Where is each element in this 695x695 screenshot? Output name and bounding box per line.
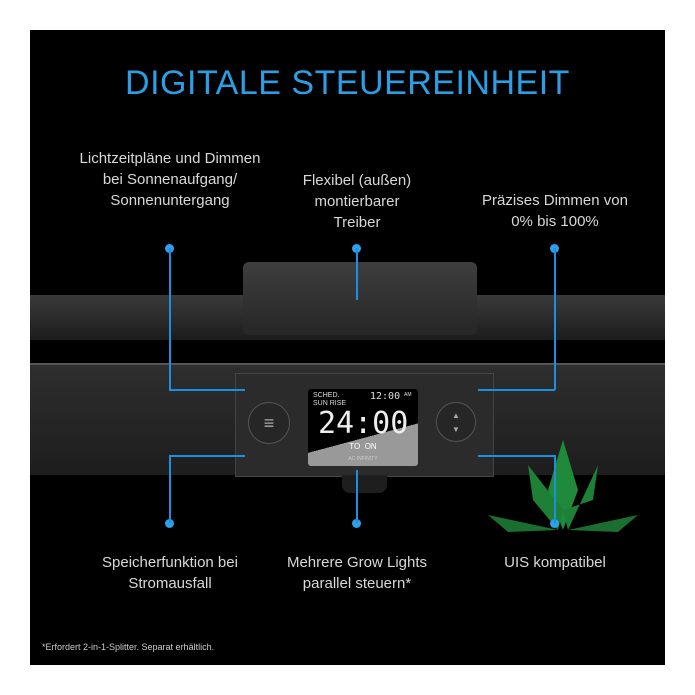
- controller: ≡ SCHED. SUN RISE 12:00 AM 24:00 TO ON A…: [235, 373, 494, 477]
- callout-line: [169, 455, 245, 457]
- callout-line: [169, 389, 245, 391]
- feature-multi-lights: Mehrere Grow Lights parallel steuern*: [286, 554, 428, 592]
- menu-button[interactable]: ≡: [248, 402, 290, 444]
- up-down-button[interactable]: ▲▼: [436, 402, 476, 442]
- driver-box: [243, 262, 477, 335]
- feature-uis: UIS kompatibel: [504, 554, 606, 571]
- controller-mount: [342, 475, 387, 493]
- feature-schedule-dimming: Lichtzeitpläne und Dimmen bei Sonnenaufg…: [79, 150, 261, 209]
- callout-dot: [165, 519, 174, 528]
- page-title: DIGITALE STEUEREINHEIT: [125, 64, 570, 102]
- callout-dot: [550, 519, 559, 528]
- lcd-sub: TO ON: [349, 442, 377, 451]
- footnote: *Erfordert 2-in-1-Splitter. Separat erhä…: [42, 642, 215, 652]
- lcd-display: SCHED. SUN RISE 12:00 AM 24:00 TO ON AC …: [308, 389, 418, 466]
- callout-line: [478, 389, 555, 391]
- lcd-main: 24:00: [318, 406, 409, 441]
- callout-line: [554, 455, 556, 523]
- lcd-mode: SCHED.: [313, 392, 340, 399]
- lcd-mode-2: SUN RISE: [313, 400, 347, 407]
- callout-line: [169, 248, 171, 390]
- callout-line: [356, 470, 358, 523]
- lcd-clock: 12:00: [370, 391, 401, 402]
- lcd-ampm: AM: [404, 392, 412, 398]
- callout-dot: [352, 519, 361, 528]
- feature-memory: Speicherfunktion bei Stromausfall: [102, 554, 238, 592]
- product-panel: DIGITALE STEUEREINHEIT ≡ SCHED. SUN RISE…: [30, 30, 665, 665]
- lcd-brand: AC INFINITY: [348, 456, 378, 462]
- callout-line: [554, 248, 556, 390]
- plant-icon: [488, 440, 638, 532]
- feature-precise-dimming: Präzises Dimmen von 0% bis 100%: [482, 192, 628, 230]
- feature-external-driver: Flexibel (außen) montierbarer Treiber: [302, 172, 412, 231]
- callout-line: [478, 455, 555, 457]
- callout-line: [356, 248, 358, 300]
- callout-line: [169, 455, 171, 523]
